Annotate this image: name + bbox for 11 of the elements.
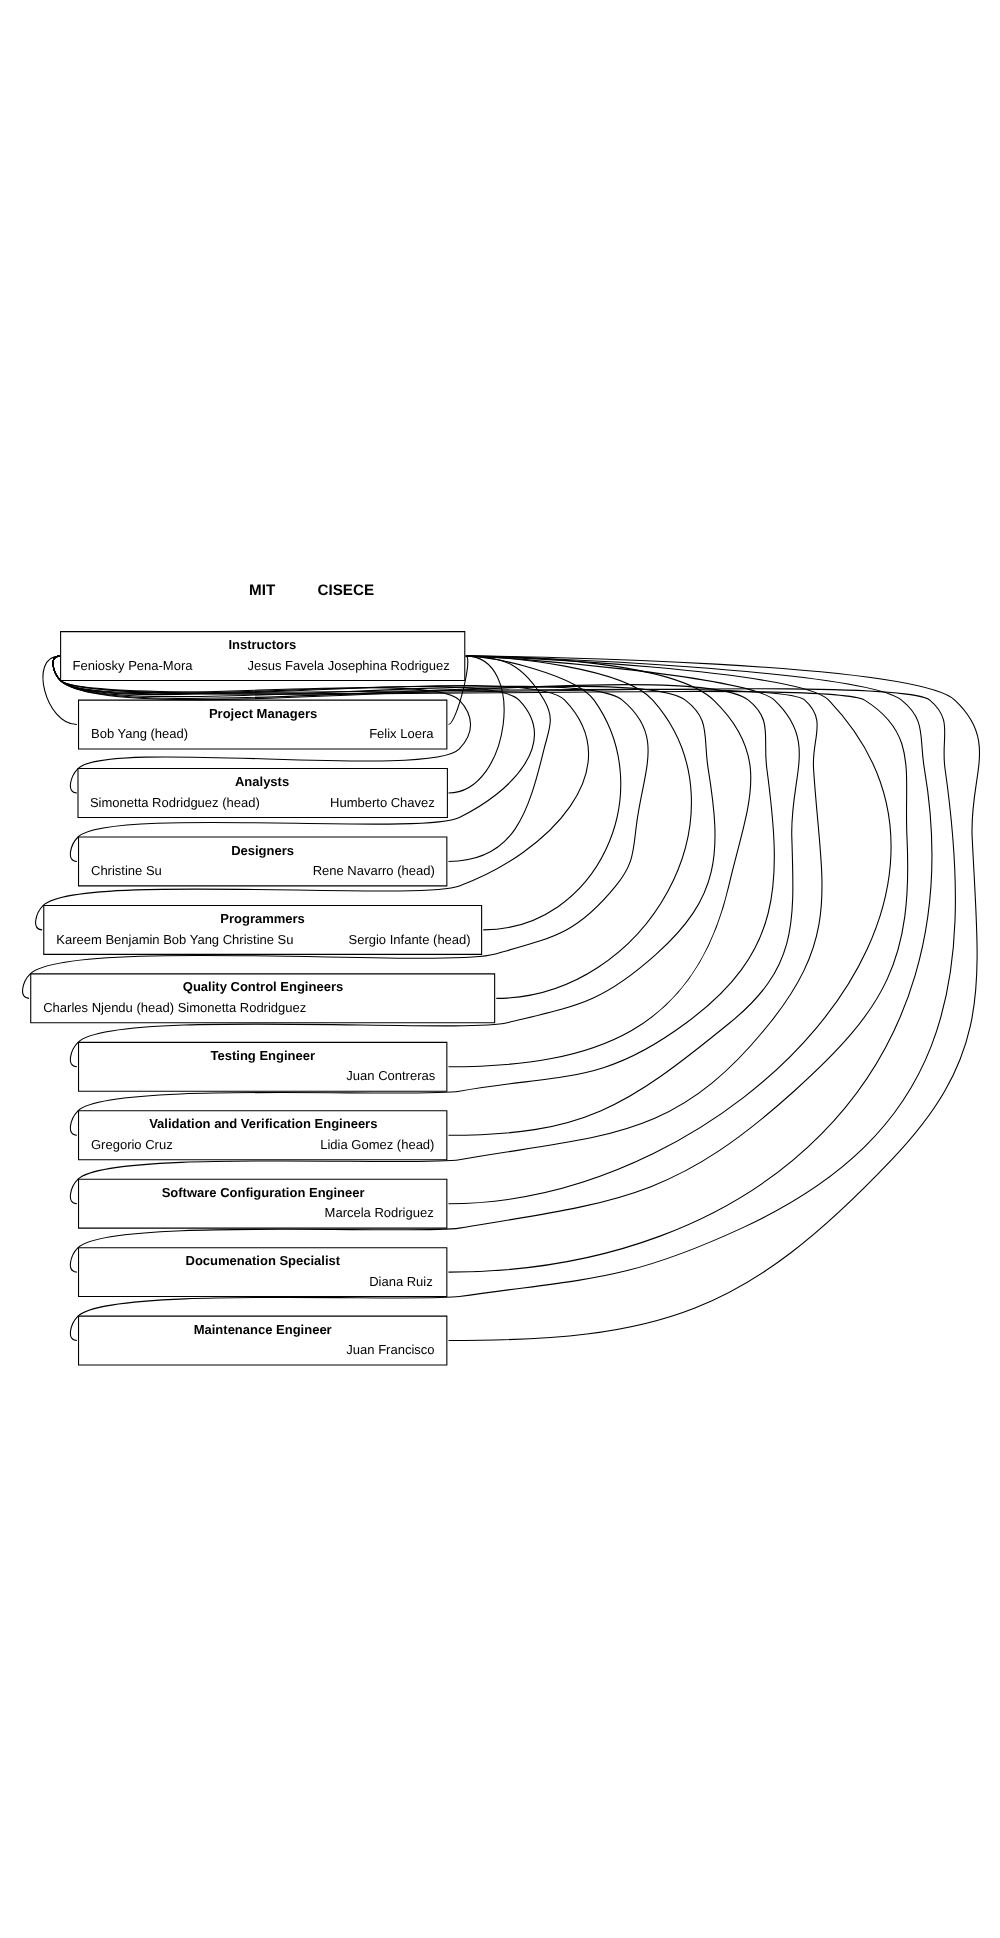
connector (446, 655, 751, 1068)
connector (446, 655, 504, 794)
connector (446, 655, 468, 726)
connector (446, 655, 932, 1273)
connector (41, 655, 77, 726)
connector (446, 655, 890, 1205)
connector (446, 655, 980, 1342)
connector (34, 655, 589, 931)
connector (446, 655, 550, 862)
connector (21, 655, 648, 999)
connector (446, 655, 799, 1136)
